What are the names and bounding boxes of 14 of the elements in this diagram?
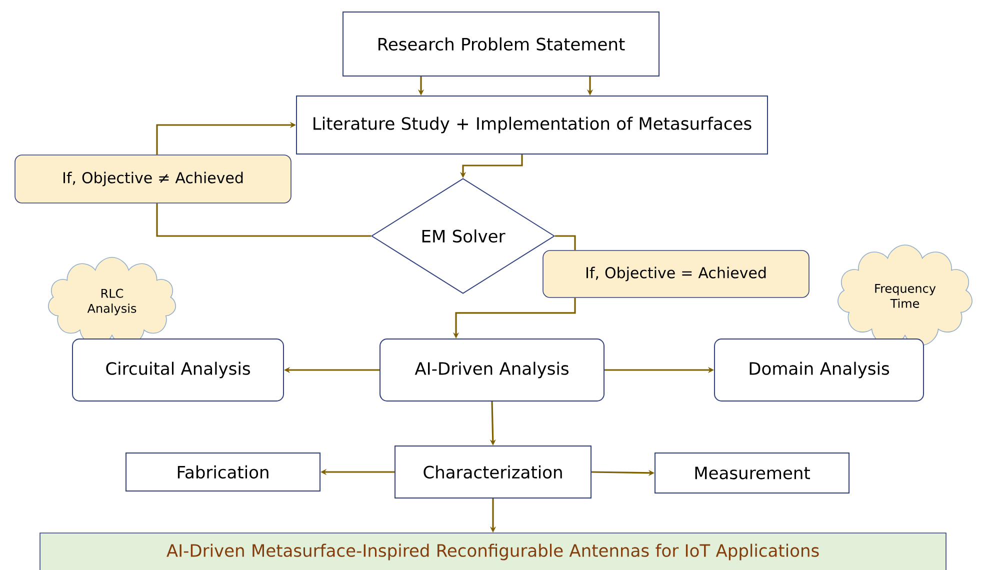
condition-box: If, Objective = Achieved <box>542 250 810 298</box>
arrow <box>555 235 576 250</box>
process-box: Research Problem Statement <box>342 12 660 76</box>
process-box: Measurement <box>654 452 850 494</box>
process-box: Characterization <box>394 446 592 498</box>
process-box: Fabrication <box>126 452 320 492</box>
condition-box: If, Objective ≠ Achieved <box>14 154 292 204</box>
result-banner: AI-Driven Metasurface-Inspired Reconfigurable Antennas for IoT Applications <box>40 532 946 570</box>
process-box: AI-Driven Analysis <box>380 338 604 402</box>
process-box: Circuital Analysis <box>72 338 284 402</box>
cloud-note: RLC Analysis <box>48 256 176 346</box>
cloud-note: Frequency Time <box>838 244 972 346</box>
process-box: Literature Study + Implementation of Metasurfaces <box>296 96 768 154</box>
process-box: Domain Analysis <box>714 338 924 402</box>
